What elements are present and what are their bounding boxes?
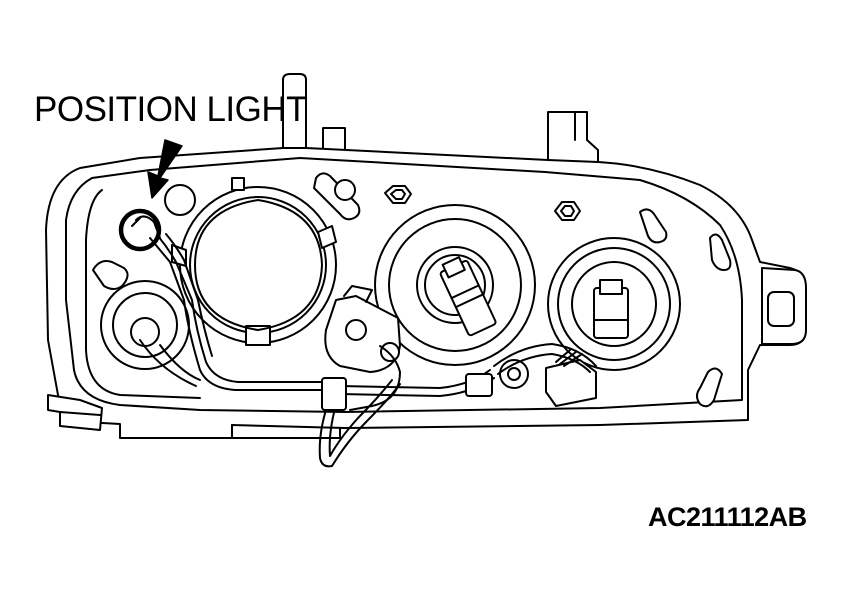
harness-connector-right <box>465 343 597 407</box>
low-beam-socket <box>171 177 337 346</box>
top-mounting-tab-left <box>282 73 307 153</box>
hex-bolt-right <box>554 201 581 221</box>
high-beam-socket <box>374 204 536 366</box>
position-light-label: POSITION LIGHT <box>34 90 308 129</box>
top-mounting-tab-right <box>547 111 599 166</box>
small-top-bracket <box>322 127 346 151</box>
callout-arrow <box>147 139 183 199</box>
harness-loop-bottom <box>318 377 401 468</box>
turn-signal-socket <box>547 237 681 371</box>
position-light-socket <box>118 208 162 252</box>
harness-connector-center <box>324 285 401 411</box>
housing-holes <box>92 172 732 408</box>
hex-bolt-center <box>384 185 412 204</box>
figure-code-label: AC211112AB <box>648 502 807 532</box>
lower-left-socket <box>100 280 190 370</box>
right-side-mount <box>761 267 807 345</box>
left-bracket <box>47 394 103 431</box>
